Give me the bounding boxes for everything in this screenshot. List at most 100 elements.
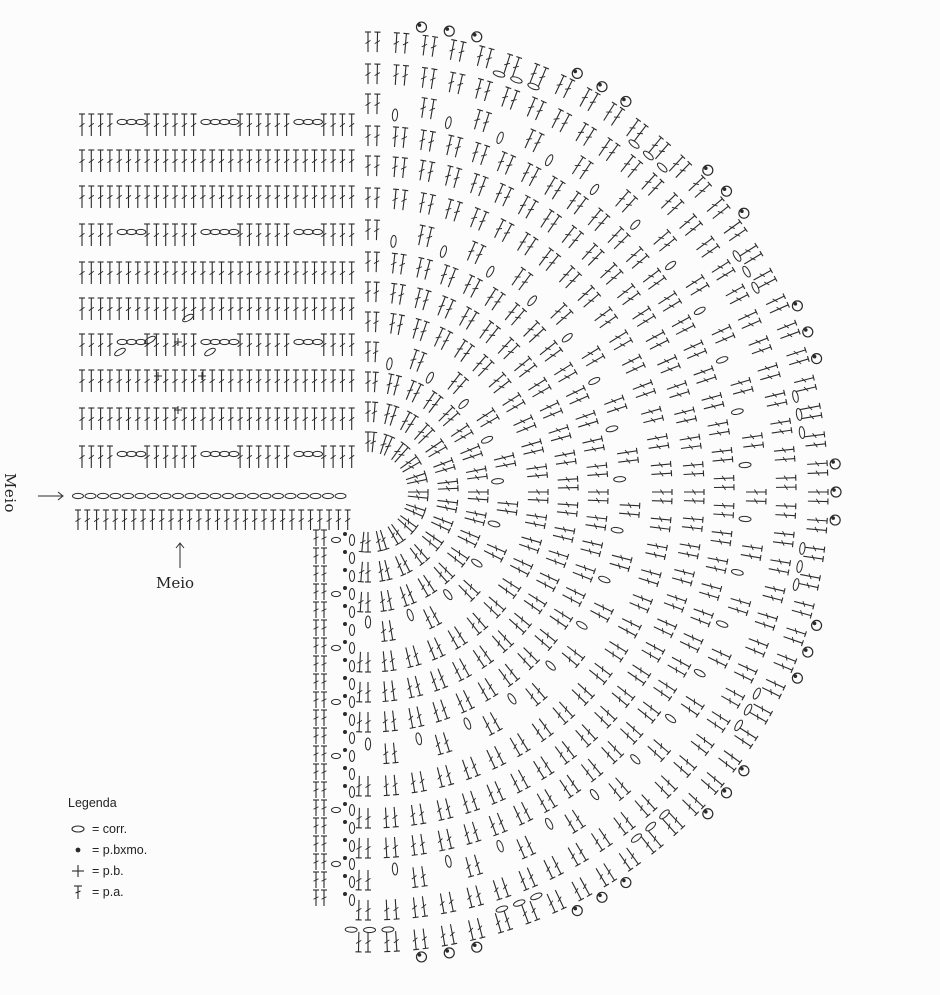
double-crochet-stitch — [313, 637, 319, 654]
stitch-top — [532, 362, 538, 368]
stitch-slash — [190, 270, 197, 276]
stitch-slash — [97, 158, 104, 164]
stitch-slash — [497, 640, 501, 647]
stitch-slash — [321, 644, 327, 648]
stitch-slash — [501, 345, 508, 348]
double-crochet-stitch — [753, 267, 774, 281]
double-crochet-stitch — [144, 185, 151, 208]
stitch-slash — [547, 632, 549, 639]
stitch-slash — [729, 697, 731, 704]
chain-stitch — [715, 620, 729, 628]
stitch-top — [495, 414, 500, 420]
stitch-slash — [311, 158, 318, 164]
stitch-slash — [781, 447, 787, 453]
stitch-top — [483, 210, 490, 214]
stitch-top — [465, 422, 470, 429]
stitch-slash — [580, 734, 584, 741]
stitch-slash — [339, 194, 346, 200]
stitch-slash — [374, 40, 381, 45]
double-crochet-stitch — [97, 185, 104, 208]
picot-dot — [803, 328, 808, 332]
stitch-top — [786, 301, 790, 308]
stitch-top — [647, 305, 652, 312]
double-crochet-stitch — [365, 93, 371, 114]
double-crochet-stitch — [447, 552, 466, 568]
stitch-slash — [445, 174, 451, 178]
stitch-top — [630, 825, 636, 831]
stitch-slash — [427, 170, 434, 174]
double-crochet-stitch — [423, 390, 438, 410]
double-crochet-stitch — [694, 181, 713, 198]
stitch-slash — [719, 529, 724, 536]
double-crochet-stitch — [255, 261, 262, 284]
stitch-slash — [577, 205, 584, 207]
stitch-top — [618, 268, 624, 274]
double-crochet-stitch — [740, 553, 762, 561]
chain-stitch — [348, 570, 356, 582]
stitch-slash — [529, 536, 533, 543]
stitch-slash — [554, 862, 559, 868]
double-crochet-stitch — [427, 161, 436, 182]
double-crochet-stitch — [181, 149, 188, 172]
double-crochet-stitch — [265, 333, 271, 356]
stitch-slash — [172, 378, 178, 384]
picot-dot — [740, 209, 744, 214]
stitch-slash — [582, 292, 589, 296]
stitch-slash — [690, 227, 697, 231]
double-crochet-stitch — [223, 509, 230, 530]
stitch-slash — [565, 509, 569, 516]
double-crochet-stitch — [313, 529, 319, 546]
stitch-slash — [803, 386, 809, 392]
stitch-slash — [596, 489, 600, 495]
stitch-top — [559, 407, 564, 414]
double-crochet-stitch — [540, 208, 555, 228]
double-crochet-stitch — [227, 369, 234, 392]
legend-item-corr: = corr. — [68, 818, 147, 839]
stitch-slash — [381, 659, 387, 664]
stitch-slash — [255, 306, 262, 312]
stitch-slash — [693, 352, 700, 357]
double-crochet-stitch — [274, 369, 281, 392]
stitch-slash — [690, 524, 694, 531]
double-crochet-stitch — [538, 718, 554, 737]
stitch-top — [575, 863, 581, 867]
stitch-top — [527, 355, 533, 361]
stitch-top — [514, 460, 517, 467]
double-crochet-stitch — [199, 185, 206, 208]
stitch-top — [417, 694, 424, 697]
stitch-slash — [388, 627, 394, 633]
double-crochet-stitch — [79, 223, 85, 246]
double-crochet-stitch — [321, 871, 327, 888]
stitch-top — [411, 823, 418, 826]
legend-item-pb: = p.b. — [68, 860, 147, 881]
stitch-slash — [656, 444, 661, 450]
double-crochet-stitch — [265, 297, 271, 320]
slip-stitch — [343, 604, 347, 608]
stitch-top — [582, 593, 587, 600]
double-crochet-stitch — [641, 172, 658, 190]
double-crochet-stitch — [751, 344, 773, 355]
stitch-slash — [413, 392, 420, 395]
stitch-slash — [495, 600, 498, 607]
stitch-top — [548, 208, 555, 213]
stitch-slash — [618, 822, 622, 829]
stitch-slash — [393, 938, 399, 944]
stitch-slash — [365, 908, 371, 912]
double-crochet-stitch — [425, 438, 445, 453]
legend-item-pbxmo: = p.bxmo. — [68, 839, 147, 860]
chain-stitch — [228, 338, 240, 346]
stitch-top — [720, 782, 725, 788]
stitch-slash — [348, 416, 355, 422]
double-crochet-stitch — [237, 261, 244, 284]
chain-stitch — [751, 281, 760, 294]
stitch-top — [743, 226, 748, 233]
stitch-slash — [205, 518, 211, 522]
stitch-slash — [321, 122, 327, 128]
stitch-top — [673, 191, 679, 197]
double-crochet-stitch — [528, 593, 548, 608]
chain-stitch — [331, 752, 341, 760]
double-crochet-stitch — [615, 777, 632, 796]
stitch-slash — [393, 73, 399, 77]
stitch-slash — [546, 866, 551, 872]
stitch-slash — [392, 844, 398, 850]
